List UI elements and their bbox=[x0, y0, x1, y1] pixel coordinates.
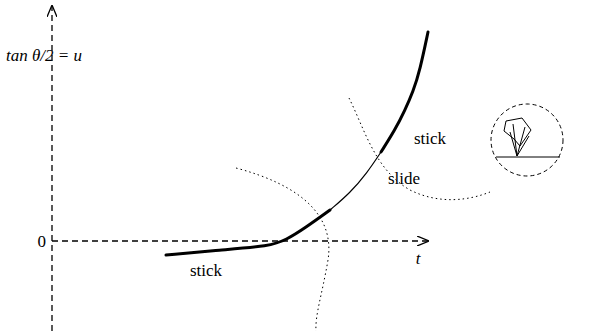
region-label: slide bbox=[388, 170, 420, 187]
origin-label: 0 bbox=[38, 233, 47, 250]
trajectory bbox=[166, 210, 330, 255]
trajectory bbox=[330, 152, 381, 210]
x-axis bbox=[52, 240, 428, 241]
boundary-curve bbox=[236, 168, 329, 331]
region-label: stick bbox=[414, 130, 446, 147]
boundary-curve bbox=[349, 98, 490, 200]
inset-body bbox=[496, 118, 560, 157]
region-label: stick bbox=[190, 262, 222, 279]
axis-label: t bbox=[416, 250, 421, 267]
axis-label: tan θ/2 = u bbox=[6, 47, 82, 64]
inset-circle bbox=[491, 104, 563, 176]
